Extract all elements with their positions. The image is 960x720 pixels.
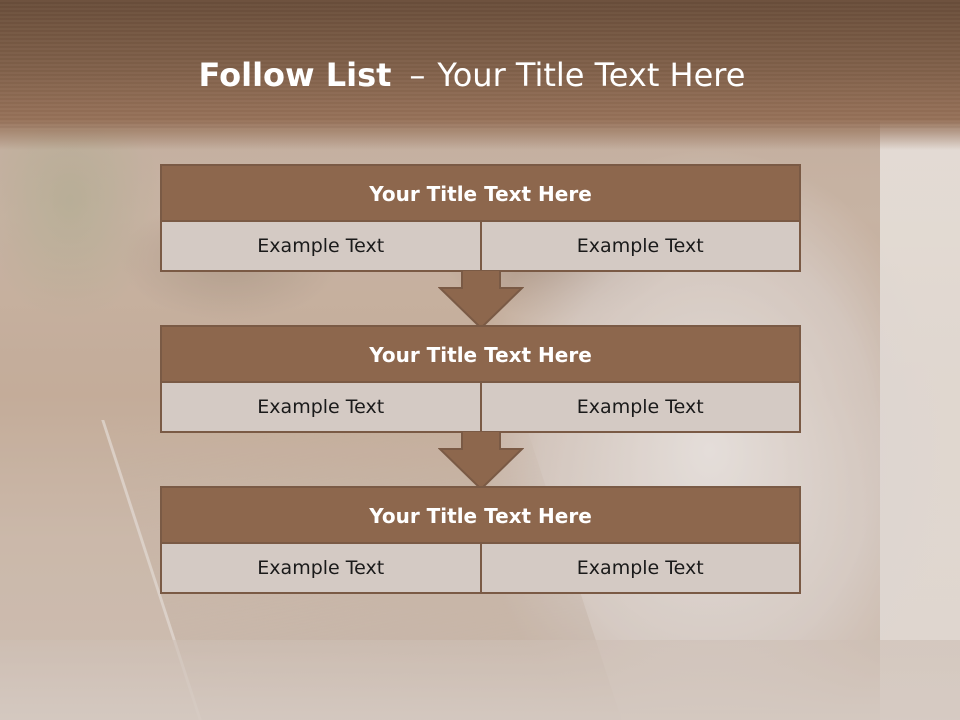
header-band [0, 0, 960, 150]
list-block-3: Your Title Text Here Example Text Exampl… [160, 486, 801, 594]
block-cell-right: Example Text [479, 544, 799, 592]
down-arrow-icon [438, 270, 524, 330]
block-row: Example Text Example Text [162, 222, 799, 270]
block-title: Your Title Text Here [162, 166, 799, 222]
slide-title-rest: Your Title Text Here [437, 56, 746, 94]
list-block-1: Your Title Text Here Example Text Exampl… [160, 164, 801, 272]
block-title: Your Title Text Here [162, 488, 799, 544]
list-block-2: Your Title Text Here Example Text Exampl… [160, 325, 801, 433]
slide-title-bold: Follow List [198, 56, 392, 94]
block-cell-right: Example Text [479, 222, 799, 270]
block-title: Your Title Text Here [162, 327, 799, 383]
block-cell-left: Example Text [162, 544, 480, 592]
slide-title-separator: – [409, 56, 426, 94]
block-cell-right: Example Text [479, 383, 799, 431]
down-arrow-icon [438, 431, 524, 491]
block-row: Example Text Example Text [162, 383, 799, 431]
block-row: Example Text Example Text [162, 544, 799, 592]
background-table [0, 640, 960, 720]
block-cell-left: Example Text [162, 383, 480, 431]
block-cell-left: Example Text [162, 222, 480, 270]
slide-title: Follow List–Your Title Text Here [0, 52, 944, 98]
